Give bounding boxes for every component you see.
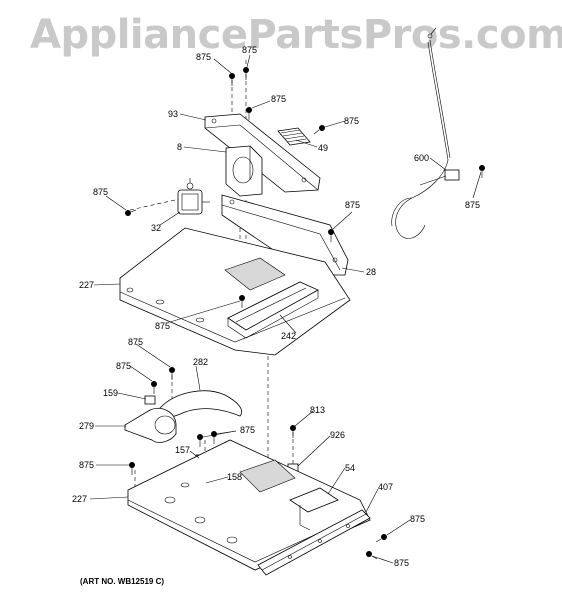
callout-875: 875 xyxy=(344,116,360,126)
callout-875: 875 xyxy=(128,337,144,347)
part-32-valve xyxy=(177,178,210,215)
watermark: AppliancePartsPros.com xyxy=(30,12,562,58)
callout-407: 407 xyxy=(378,482,394,492)
leader-lines xyxy=(89,54,482,564)
callout-875: 875 xyxy=(240,425,256,435)
callout-282: 282 xyxy=(193,357,209,367)
callout-49: 49 xyxy=(318,143,329,153)
callout-875: 875 xyxy=(242,45,258,55)
callout-32: 32 xyxy=(151,223,162,233)
channel-242 xyxy=(227,281,319,339)
callout-813: 813 xyxy=(310,405,326,415)
callout-875: 875 xyxy=(394,558,410,568)
callout-28: 28 xyxy=(366,267,377,277)
callout-875: 875 xyxy=(196,52,212,62)
part-279-funnel xyxy=(124,407,177,443)
power-cord-600 xyxy=(391,27,460,239)
callout-875: 875 xyxy=(271,94,287,104)
callout-54: 54 xyxy=(345,463,356,473)
bracket-54 xyxy=(289,487,339,531)
callout-875: 875 xyxy=(345,200,361,210)
callout-158: 158 xyxy=(227,472,243,482)
lower-base-plate-227 xyxy=(127,439,371,571)
callout-875: 875 xyxy=(465,200,481,210)
upper-base-plate-227 xyxy=(119,227,351,356)
callout-227: 227 xyxy=(72,494,88,504)
callout-875: 875 xyxy=(116,361,132,371)
bracket-407 xyxy=(257,509,371,576)
callout-242: 242 xyxy=(281,331,297,341)
bracket-93 xyxy=(204,113,321,193)
callout-875: 875 xyxy=(79,460,95,470)
callout-875: 875 xyxy=(410,514,426,524)
part-8-housing xyxy=(225,145,263,197)
callout-875: 875 xyxy=(155,321,171,331)
screws xyxy=(125,67,485,560)
callout-159: 159 xyxy=(103,388,119,398)
art-number: (ART NO. WB12519 C) xyxy=(80,577,165,586)
callout-279: 279 xyxy=(79,421,95,431)
callout-157: 157 xyxy=(175,445,191,455)
callout-227: 227 xyxy=(79,280,95,290)
callout-93: 93 xyxy=(168,109,179,119)
callout-875: 875 xyxy=(93,187,109,197)
duct-282 xyxy=(159,390,242,418)
callout-926: 926 xyxy=(330,430,346,440)
callout-8: 8 xyxy=(177,142,183,152)
callout-600: 600 xyxy=(414,153,430,163)
panel-28 xyxy=(221,194,349,276)
part-159-clip xyxy=(144,395,156,405)
vent-49 xyxy=(277,127,311,146)
